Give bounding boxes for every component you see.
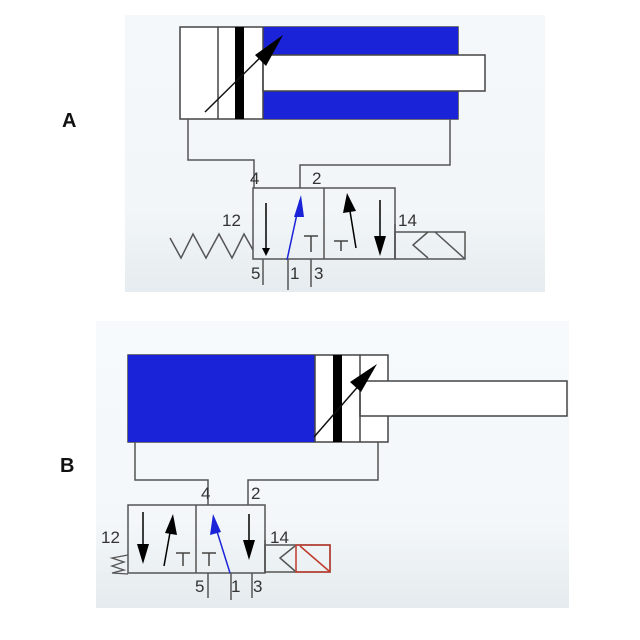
port-b-3-label: 3 [253,577,262,596]
cylinder-a-chamber-top [263,27,458,55]
cylinder-a-chamber-bottom [263,91,458,119]
port-b-2-label: 2 [251,484,260,503]
cylinder-a [179,26,486,120]
port-b-5-label: 5 [195,577,204,596]
valve-a-solenoid [394,231,466,260]
port-a-1-label: 1 [290,264,299,283]
cylinder-b-rod [359,380,568,417]
valve-b-solenoid [295,544,331,573]
valve-b-flow-arrow-1-4 [214,524,231,574]
cylinder-a-rod [262,54,486,92]
cylinder-b-piston [333,355,342,442]
port-a-3-label: 3 [314,264,323,283]
cylinder-a-adjust-arrow [255,35,283,66]
valve-a: 4 2 12 14 5 1 3 [169,169,466,290]
panel-a-label: A [62,110,77,132]
port-b-4-label: 4 [201,484,210,503]
port-b-12-label: 12 [101,528,120,547]
port-a-5-label: 5 [251,264,260,283]
panel-b: 4 2 12 14 5 1 3 [96,321,569,608]
pipes-b [134,442,379,505]
valve-a-arrow-up [348,204,357,249]
panel-a: 4 2 12 14 5 1 3 [125,15,545,292]
cylinder-b [127,354,568,443]
cylinder-a-piston [235,27,244,119]
valve-a-spring [169,232,254,260]
port-b-1-label: 1 [231,577,240,596]
port-a-14-label: 14 [398,211,417,230]
port-a-4-label: 4 [250,169,259,188]
port-a-12-label: 12 [222,211,241,230]
valve-b: 4 2 12 14 5 1 3 [101,484,331,600]
port-a-2-label: 2 [312,169,321,188]
cylinder-b-adjust-arrow [350,364,377,392]
valve-b-spring [109,554,129,575]
pipes-a [187,119,451,188]
panel-b-label: B [60,455,75,477]
cylinder-b-chamber [128,355,315,442]
port-b-14-label: 14 [270,528,289,547]
